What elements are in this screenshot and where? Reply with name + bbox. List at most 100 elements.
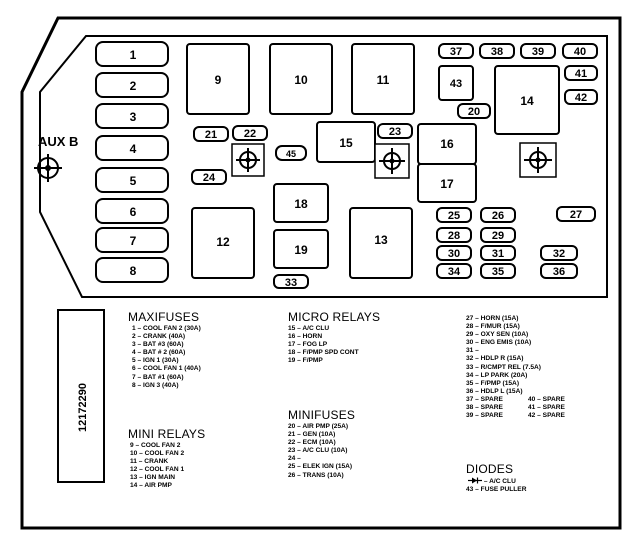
relay-13[interactable] (349, 207, 413, 279)
legend-item: 14 – AIR PMP (130, 482, 172, 490)
maxifuse-5[interactable] (95, 167, 169, 193)
maxifuse-1[interactable] (95, 41, 169, 67)
minifuse-35-label: 35 (492, 266, 504, 278)
legend-item: 39 – SPARE (466, 412, 503, 420)
diode-45[interactable]: 45 (275, 145, 307, 161)
maxifuse-3[interactable] (95, 103, 169, 129)
minifuse-21[interactable] (193, 126, 229, 142)
minifuse-39[interactable] (520, 43, 556, 59)
minifuse-20-label: 20 (468, 106, 480, 118)
maxifuse-6[interactable] (95, 198, 169, 224)
minifuse-33[interactable] (273, 274, 309, 289)
legend-item: 4 – BAT # 2 (60A) (132, 349, 186, 357)
legend-item: 27 – HORN (15A) (466, 315, 519, 322)
diode-legend-text: – A/C CLU (483, 478, 516, 485)
minifuse-41[interactable] (564, 65, 598, 81)
legend-item: 32 – HDLP R (15A) (466, 355, 524, 363)
minifuse-22[interactable] (232, 125, 268, 141)
minifuse-32[interactable] (540, 245, 578, 261)
legend-item: 37 – SPARE (466, 395, 503, 403)
micro-relays-heading: MICRO RELAYS (288, 310, 381, 324)
relay-19[interactable] (273, 229, 329, 269)
maxifuses-legend: MAXIFUSES 1 – COOL FAN 2 (30A) 2 – CRANK… (128, 310, 201, 390)
minifuse-38-label: 38 (491, 46, 503, 58)
legend-item: 23 – A/C CLU (10A) (288, 447, 348, 455)
minifuse-32-label: 32 (553, 248, 565, 260)
minifuse-30[interactable] (436, 245, 472, 261)
minifuse-24[interactable] (191, 169, 227, 185)
legend-item: 30 – ENG EMIS (10A) (466, 339, 532, 347)
legend-item: 21 – GEN (10A) (288, 431, 336, 439)
minifuses-right-list: 27 – HORN (15A) 28 – F/MUR (15A) 29 – OX… (466, 315, 590, 396)
relay-12-label: 12 (216, 235, 230, 249)
minifuse-31[interactable] (480, 245, 516, 261)
maxifuse-7[interactable] (95, 227, 169, 253)
minifuse-23[interactable] (377, 123, 413, 139)
minifuse-27[interactable] (556, 206, 596, 222)
legend-item: 36 – HDLP L (15A) (466, 387, 523, 395)
minifuse-25[interactable] (436, 207, 472, 223)
legend-item: 10 – COOL FAN 2 (130, 450, 185, 458)
minifuse-22-label: 22 (244, 128, 256, 140)
relay-10[interactable] (269, 43, 333, 115)
minifuse-20[interactable] (457, 103, 491, 119)
legend-item: 9 – COOL FAN 2 (130, 442, 181, 449)
legend-item: 1 – COOL FAN 2 (30A) (132, 325, 201, 332)
relay-12[interactable] (191, 207, 255, 279)
relay-15[interactable] (316, 121, 376, 163)
relay-11[interactable] (351, 43, 415, 115)
minifuse-26-label: 26 (492, 210, 504, 222)
minifuses-list: 20 – AIR PMP (25A) 21 – GEN (10A) 22 – E… (288, 423, 355, 480)
minifuse-24-label: 24 (203, 172, 216, 184)
legend-item: 12 – COOL FAN 1 (130, 466, 185, 474)
minifuse-26[interactable] (480, 207, 516, 223)
maxifuse-8-label: 8 (130, 264, 137, 278)
legend-item: 43 – FUSE PULLER (466, 486, 527, 494)
minifuse-36[interactable] (540, 263, 578, 279)
legend-item: 15 – A/C CLU (288, 325, 330, 332)
legend-item: 42 – SPARE (528, 412, 565, 420)
maxifuse-3-label: 3 (130, 110, 137, 124)
relay-17[interactable] (417, 163, 477, 203)
legend-item: 16 – HORN (288, 333, 323, 341)
minifuse-40-label: 40 (574, 46, 586, 58)
minifuse-40[interactable] (562, 43, 598, 59)
minifuse-21-label: 21 (205, 129, 217, 141)
minifuse-25-label: 25 (448, 210, 460, 222)
minifuse-37[interactable] (438, 43, 474, 59)
minifuse-36-label: 36 (553, 266, 565, 278)
minifuse-42[interactable] (564, 89, 598, 105)
legend-item: 3 – BAT #3 (60A) (132, 341, 184, 349)
legend-item: 24 – (288, 455, 301, 463)
relay-9-label: 9 (215, 73, 222, 87)
minifuse-34[interactable] (436, 263, 472, 279)
maxifuse-6-label: 6 (130, 205, 137, 219)
minifuse-41-label: 41 (575, 68, 587, 80)
maxifuse-2[interactable] (95, 72, 169, 98)
relay-14[interactable] (494, 65, 560, 135)
relay-18[interactable] (273, 183, 329, 223)
legend-item: 38 – SPARE (466, 404, 503, 412)
legend-item: 7 – BAT #1 (60A) (132, 373, 184, 381)
relay-18-label: 18 (294, 197, 308, 211)
legend-item: 13 – IGN MAIN (130, 474, 176, 482)
stud-icon (374, 143, 410, 179)
legend-item: 6 – COOL FAN 1 (40A) (132, 365, 201, 373)
minifuse-42-label: 42 (575, 92, 587, 104)
fuse-puller-43[interactable] (438, 65, 474, 101)
minifuse-28[interactable] (436, 227, 472, 243)
maxifuse-4[interactable] (95, 135, 169, 161)
relay-9[interactable] (186, 43, 250, 115)
relay-10-label: 10 (294, 73, 308, 87)
legend-item: 19 – F/PMP (288, 357, 323, 365)
legend-item: 35 – F/PMP (15A) (466, 379, 520, 387)
legend-item: 20 – AIR PMP (25A) (288, 423, 349, 430)
minifuse-38[interactable] (479, 43, 515, 59)
legend-item: 25 – ELEK IGN (15A) (288, 463, 353, 471)
minifuse-29[interactable] (480, 227, 516, 243)
minifuse-35[interactable] (480, 263, 516, 279)
legend-item: 2 – CRANK (40A) (132, 333, 186, 341)
maxifuse-8[interactable] (95, 257, 169, 283)
